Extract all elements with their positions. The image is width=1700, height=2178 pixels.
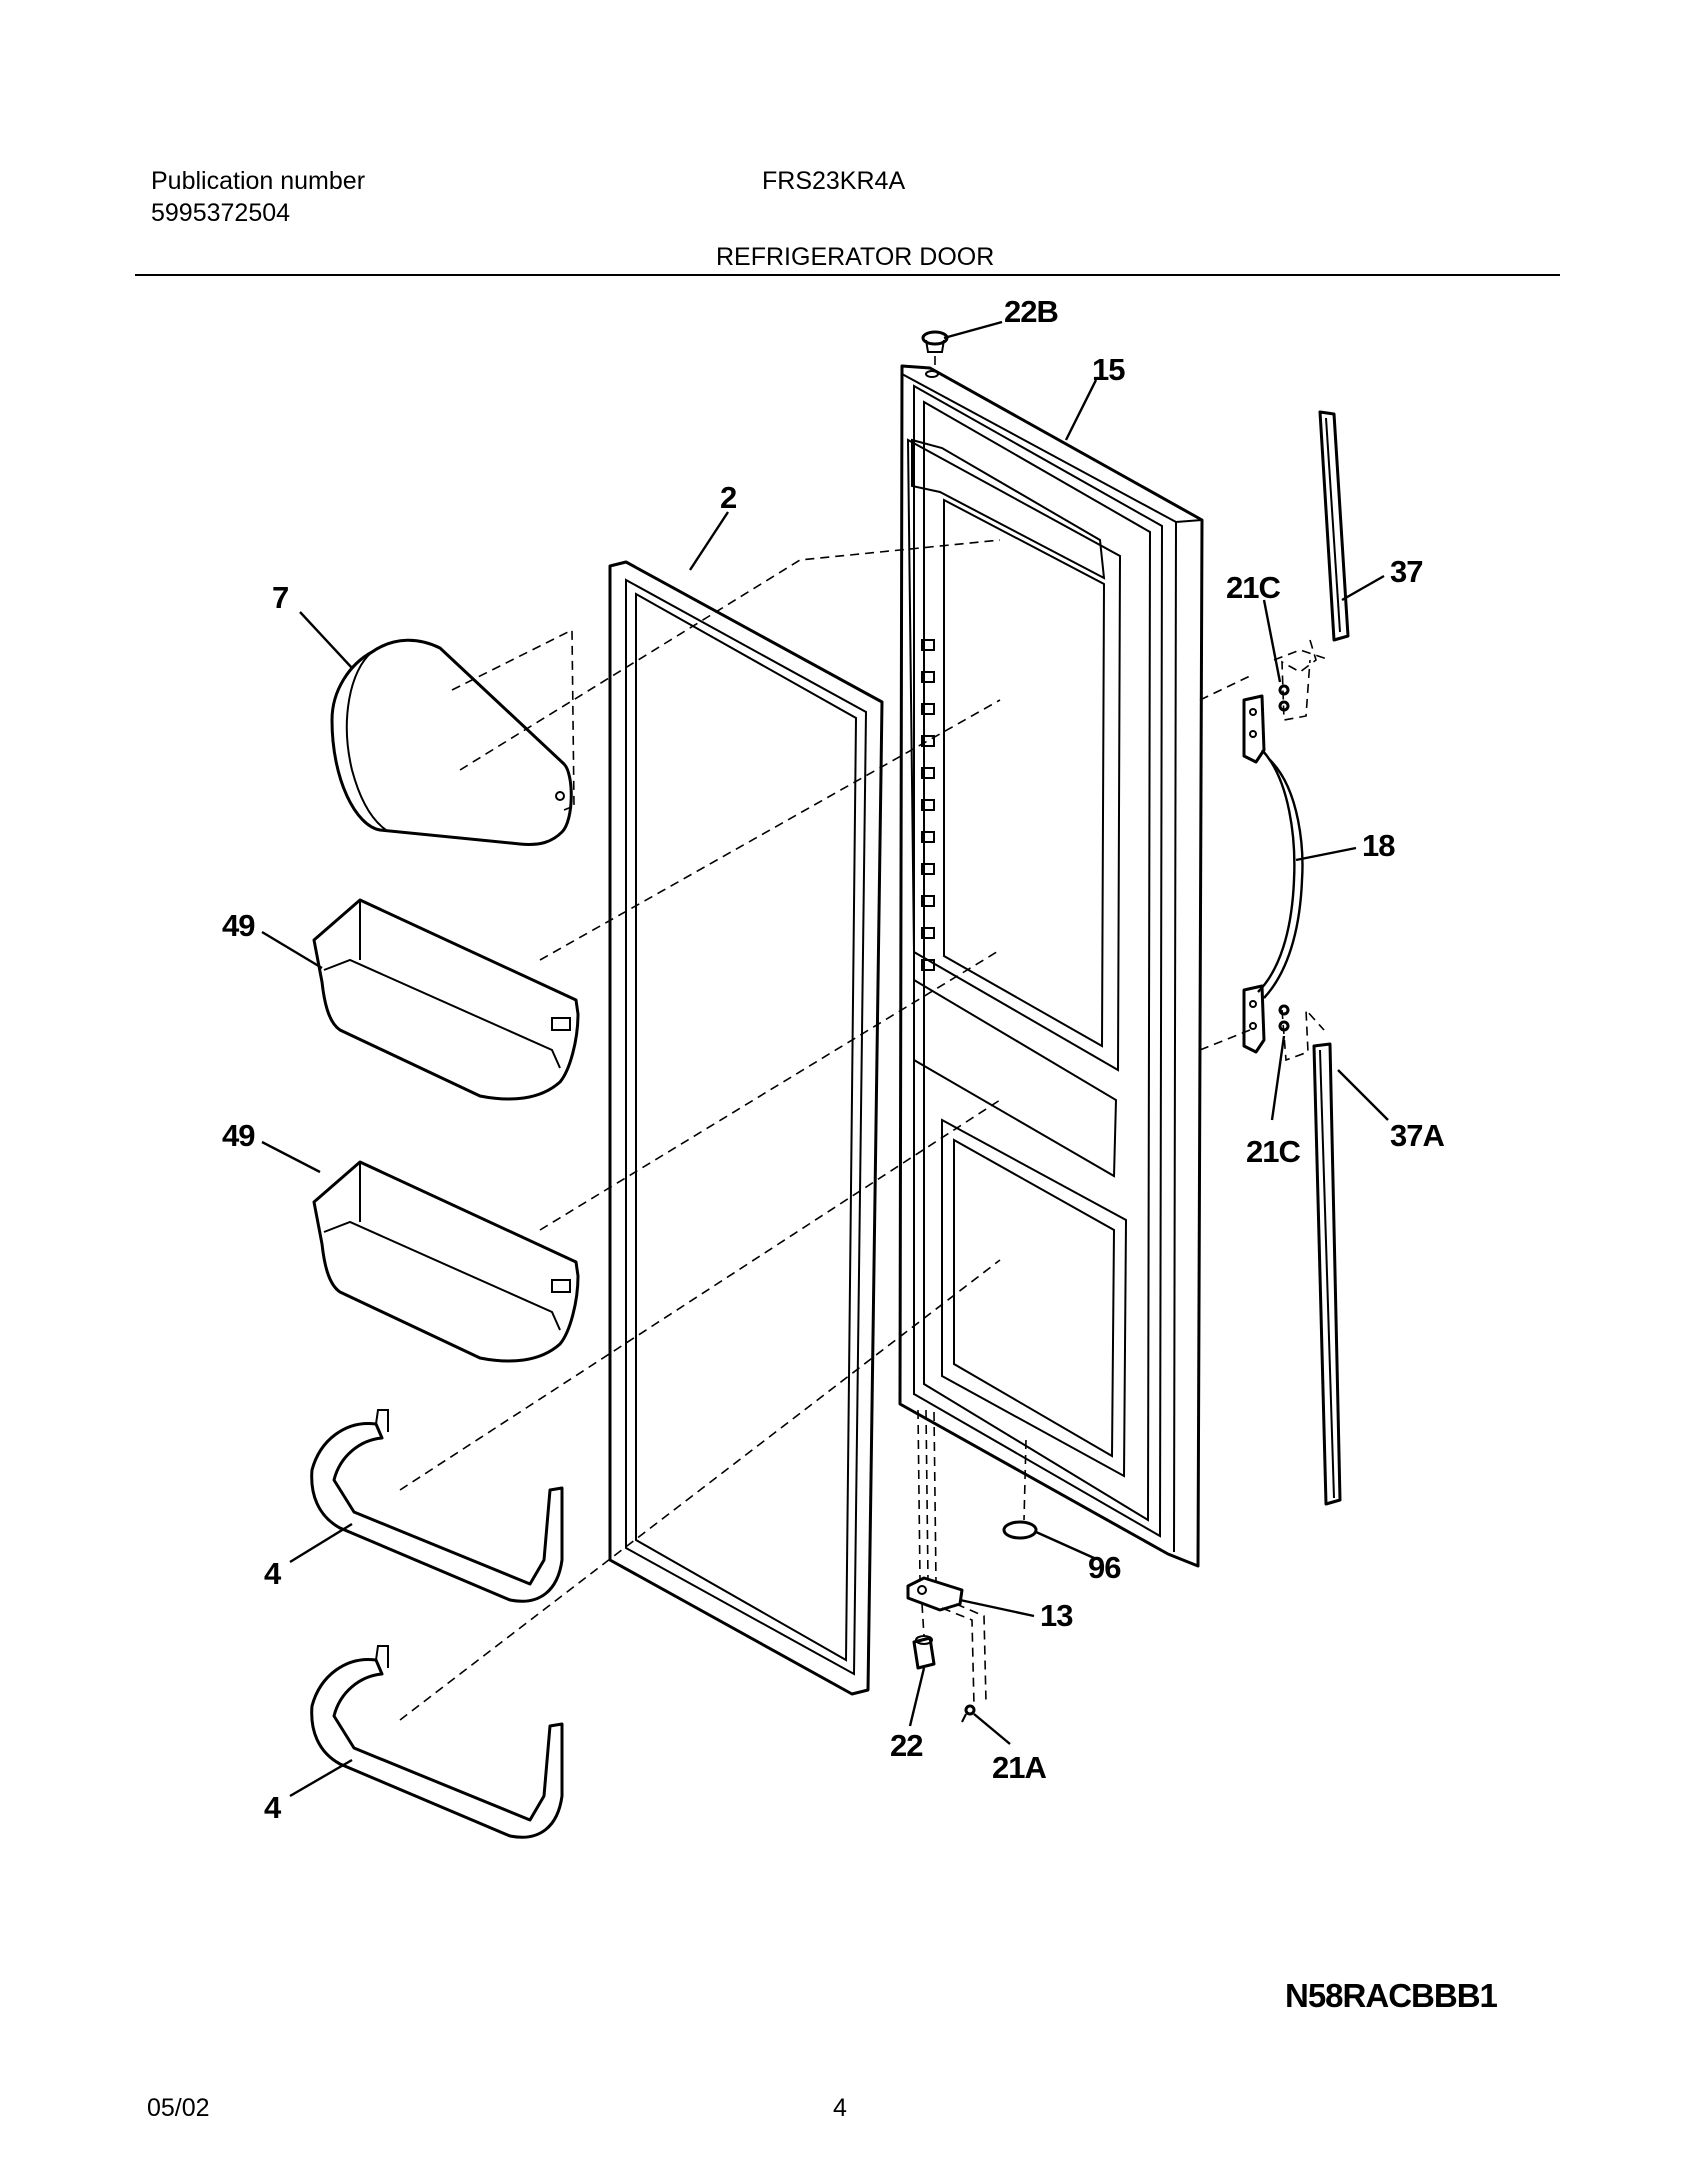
hinge-screw	[961, 1704, 976, 1723]
callout-22: 22	[890, 1728, 922, 1763]
callout-21C-lower: 21C	[1246, 1134, 1300, 1169]
bottom-plug	[1002, 1520, 1038, 1540]
handle-screws	[1278, 684, 1290, 1032]
callout-18: 18	[1362, 828, 1395, 863]
assembly-lines	[399, 356, 1331, 1721]
callout-4-lower: 4	[264, 1790, 282, 1825]
model-number: FRS23KR4A	[762, 167, 906, 195]
hinge-bushing	[912, 1635, 936, 1670]
refrigerator-door	[898, 364, 1204, 1568]
callout-37A: 37A	[1390, 1118, 1444, 1153]
door-handle	[1242, 694, 1304, 1054]
door-gasket	[608, 560, 884, 1696]
door-bin-upper	[312, 898, 580, 1101]
lower-trim	[1312, 1042, 1342, 1506]
callout-96: 96	[1088, 1550, 1121, 1585]
callout-7: 7	[272, 580, 288, 615]
callout-22B: 22B	[1004, 294, 1058, 329]
page-number: 4	[833, 2094, 847, 2122]
callout-49-upper: 49	[222, 908, 255, 943]
callout-13: 13	[1040, 1598, 1073, 1633]
bottom-hinge	[906, 1576, 964, 1612]
callout-15: 15	[1092, 352, 1125, 387]
door-shelf-upper	[310, 1409, 564, 1603]
callout-2: 2	[720, 480, 736, 515]
door-shelf-cover	[330, 638, 573, 846]
publication-number: 5995372504	[151, 199, 291, 227]
drawing-code: N58RACBBB1	[1285, 1977, 1498, 2014]
door-shelf-lower	[310, 1645, 564, 1839]
door-bin-lower	[312, 1160, 580, 1363]
top-plug	[921, 330, 949, 353]
callout-21A: 21A	[992, 1750, 1046, 1785]
callout-21C-upper: 21C	[1226, 570, 1280, 605]
leader-lines	[261, 320, 1389, 1798]
upper-trim	[1318, 410, 1350, 642]
callout-4-upper: 4	[264, 1556, 282, 1591]
header-rule	[135, 274, 1560, 276]
revision-date: 05/02	[147, 2094, 210, 2122]
shelf-nubs	[921, 639, 935, 971]
publication-number-label: Publication number	[151, 167, 366, 195]
section-title: REFRIGERATOR DOOR	[716, 243, 995, 271]
callout-49-lower: 49	[222, 1118, 255, 1153]
callout-37: 37	[1390, 554, 1422, 589]
